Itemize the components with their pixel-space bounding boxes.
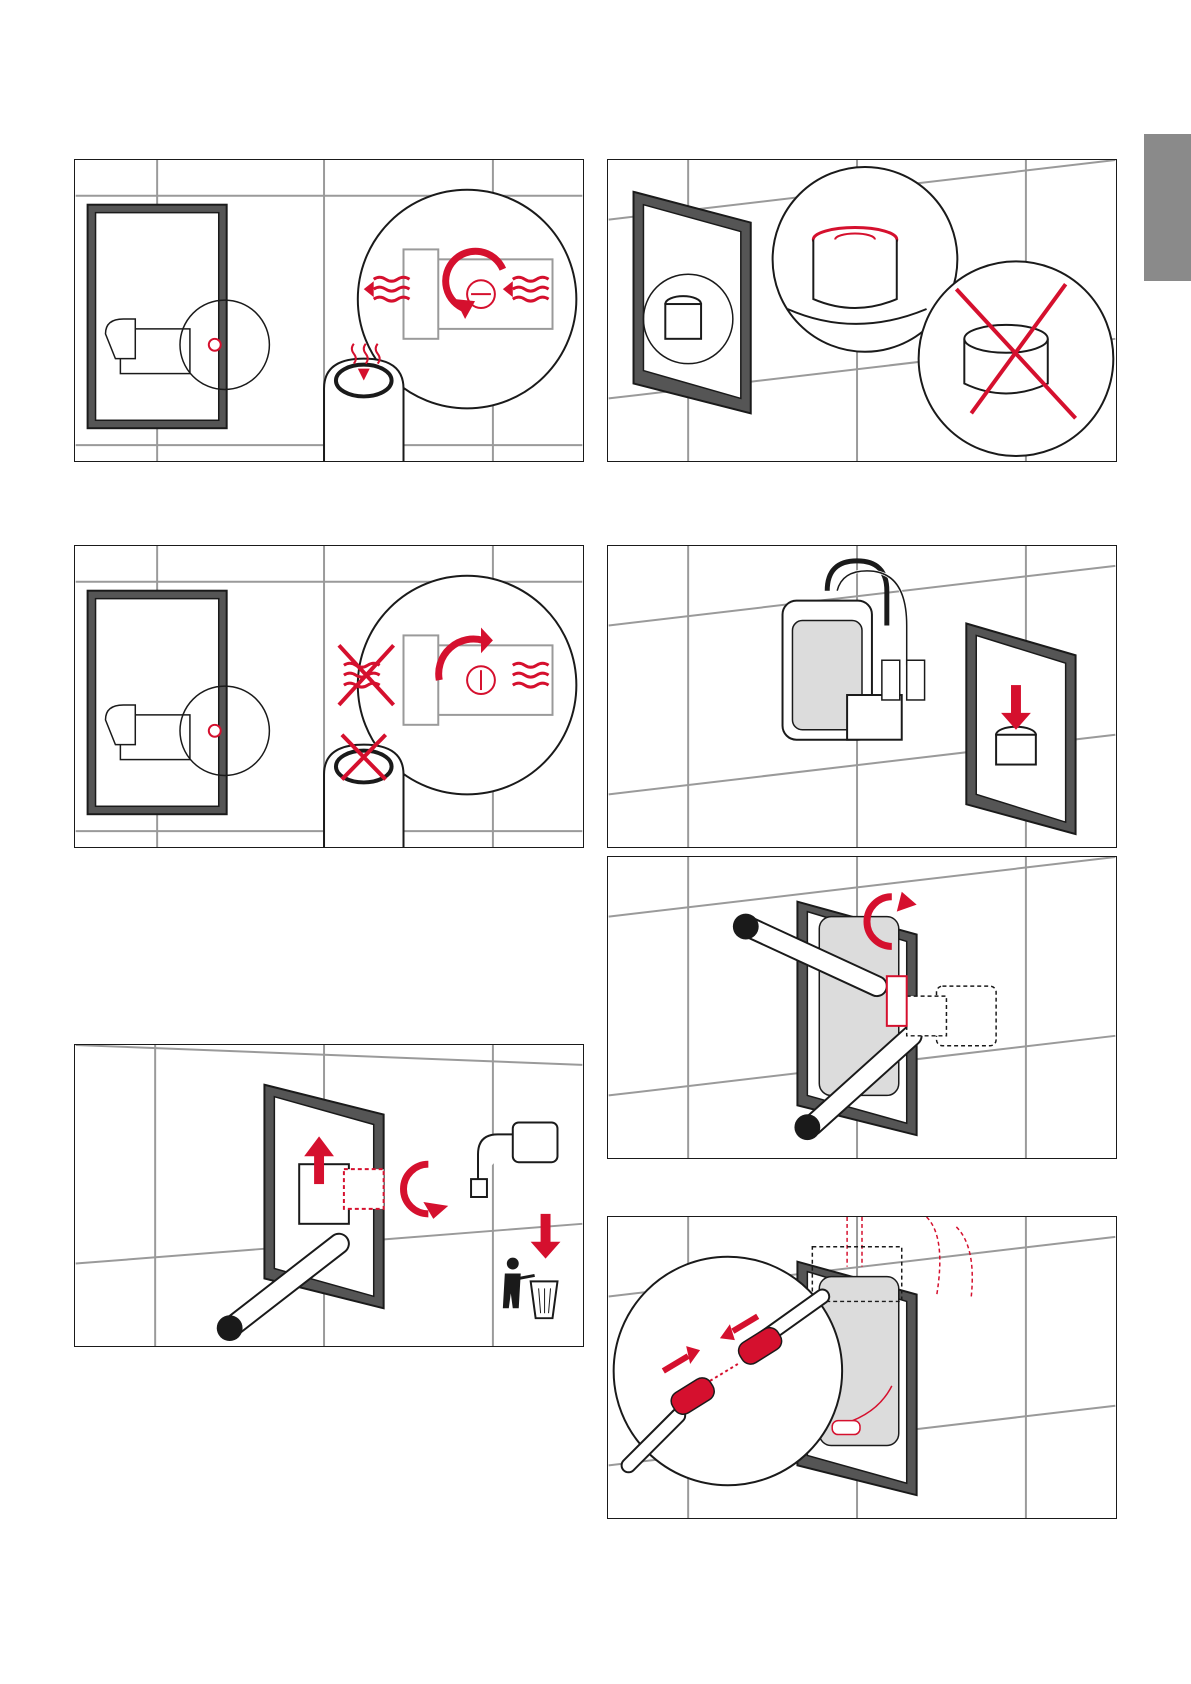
down-arrow-icon xyxy=(1011,685,1021,715)
panel-strainer-check xyxy=(607,159,1117,462)
strainer-check-illustration xyxy=(608,160,1116,461)
chapter-side-tab xyxy=(1144,134,1191,281)
down-arrow-icon xyxy=(531,1214,561,1259)
panel-valve-close xyxy=(74,545,584,848)
elbow-fitting xyxy=(471,1122,557,1197)
mounting-box xyxy=(88,205,227,429)
strainer-wrong-circle xyxy=(919,261,1114,456)
panel-valve-open xyxy=(74,159,584,462)
mounting-box xyxy=(966,623,1075,834)
remove-elbow-illustration xyxy=(75,1045,583,1346)
plug-detail-circle xyxy=(614,1257,842,1485)
urinal-icon xyxy=(324,735,403,847)
solenoid-unit xyxy=(783,561,925,740)
panel-insert-unit xyxy=(607,545,1117,848)
rotate-arrow-icon xyxy=(404,1164,429,1214)
panel-remove-elbow xyxy=(74,1044,584,1347)
tighten-wrenches-illustration xyxy=(608,857,1116,1158)
trash-icon xyxy=(503,1258,558,1319)
connect-plugs-illustration xyxy=(608,1217,1116,1518)
mounting-box xyxy=(634,192,751,414)
insert-unit-illustration xyxy=(608,546,1116,847)
valve-open-illustration xyxy=(75,160,583,461)
mounting-box xyxy=(88,591,227,815)
panel-connect-plugs xyxy=(607,1216,1117,1519)
panel-tighten-wrenches xyxy=(607,856,1117,1159)
valve-close-illustration xyxy=(75,546,583,847)
